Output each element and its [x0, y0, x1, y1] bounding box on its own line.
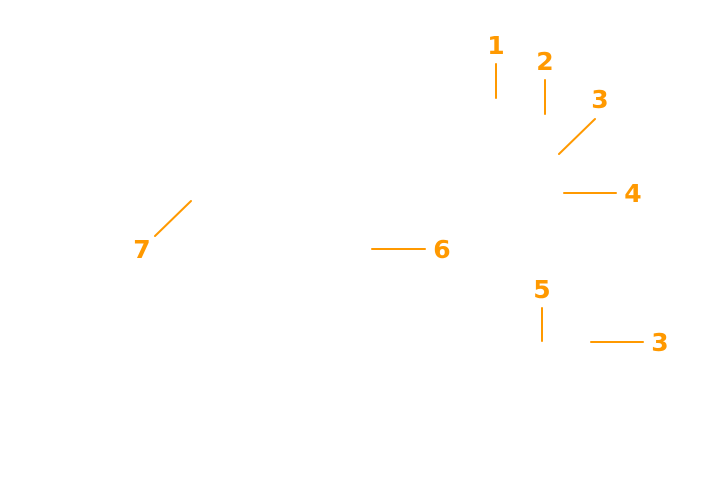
callout-6: 6: [371, 235, 451, 264]
callout-number: 3: [591, 85, 608, 114]
callout-number: 5: [533, 275, 550, 304]
leader-line: [558, 118, 596, 155]
callout-number: 7: [133, 235, 150, 264]
callout-number: 4: [624, 179, 641, 208]
callout-number: 2: [536, 47, 553, 76]
callout-number: 1: [487, 31, 504, 60]
callout-number: 6: [433, 235, 450, 264]
callout-5: 5: [533, 275, 551, 342]
callout-1: 1: [487, 31, 505, 99]
callout-4: 4: [563, 179, 642, 208]
callout-7: 7: [133, 200, 192, 264]
callout-3-lower: 3: [590, 328, 669, 357]
callout-2: 2: [536, 47, 554, 115]
leader-line: [154, 200, 192, 237]
callout-3-upper: 3: [558, 85, 609, 155]
callout-number: 3: [651, 328, 668, 357]
